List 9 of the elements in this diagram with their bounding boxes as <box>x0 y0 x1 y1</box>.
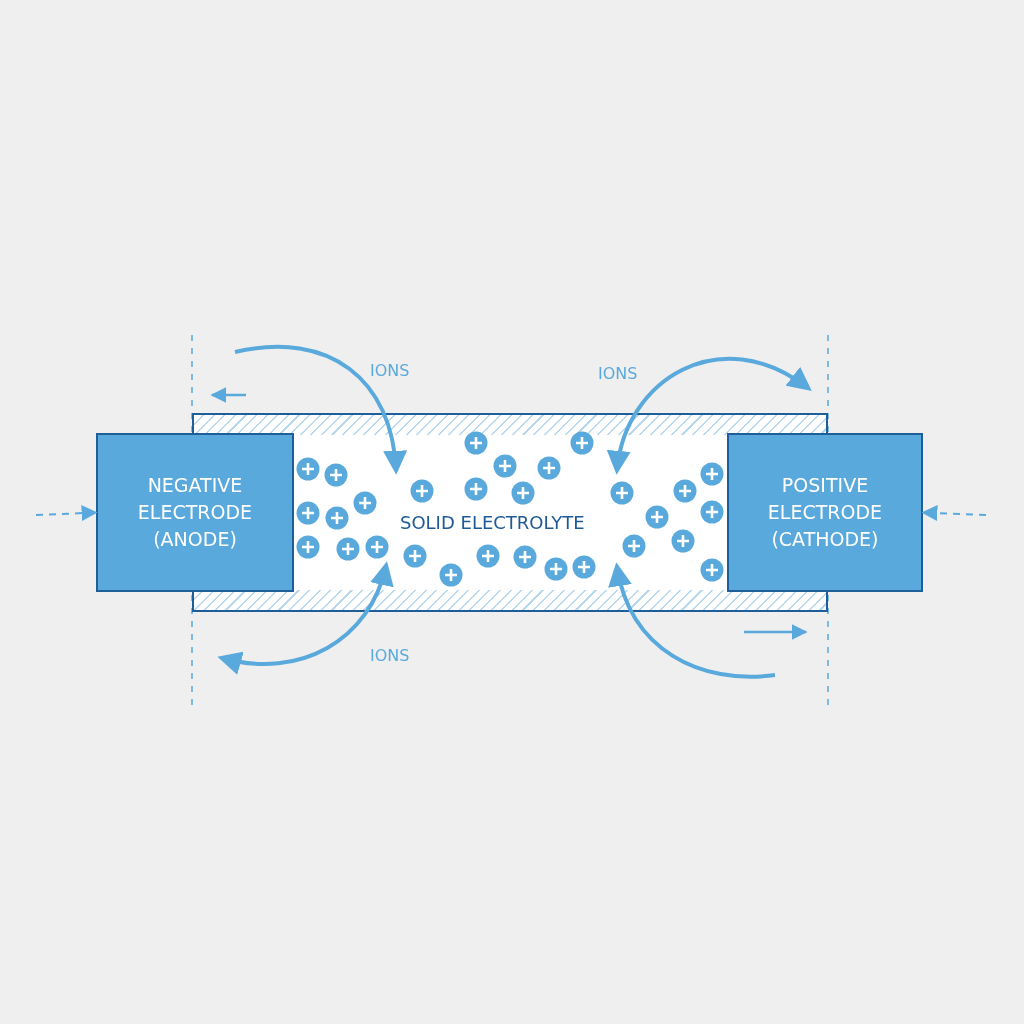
electrode-box <box>727 433 923 592</box>
ions-label: IONS <box>370 646 410 665</box>
ions-label: IONS <box>598 364 638 383</box>
dashed-arrow <box>921 505 987 522</box>
electrode-label: POSITIVE ELECTRODE (CATHODE) <box>766 473 884 552</box>
electrode-box <box>96 433 294 592</box>
dashed-arrow <box>35 505 98 522</box>
ions-label: IONS <box>370 361 410 380</box>
electrode-label: NEGATIVE ELECTRODE (ANODE) <box>136 473 254 552</box>
